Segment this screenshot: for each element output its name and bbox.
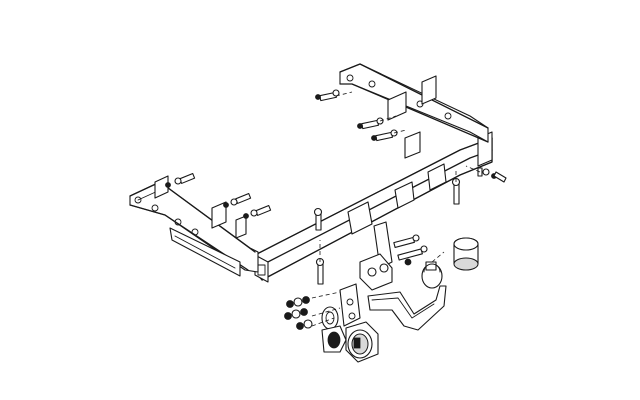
- centre-drop-bracket: [359, 221, 428, 291]
- left-mounting-brackets: [154, 175, 247, 239]
- bolt-right-3: [371, 129, 398, 142]
- electrical-socket: [321, 321, 379, 363]
- bolt-right-1: [315, 89, 340, 102]
- bolt-right-end: [477, 167, 507, 183]
- bolt-vertical-centre: [313, 207, 325, 285]
- crossbar-beam: [254, 131, 493, 283]
- bolt-vertical-right: [451, 177, 461, 205]
- bolt-left-1: [165, 172, 196, 188]
- bolt-right-2: [357, 117, 384, 130]
- swan-neck-towball: [367, 261, 447, 331]
- bolt-left-2: [223, 192, 252, 208]
- loose-nuts-washers: [284, 296, 313, 330]
- left-bolts: [165, 172, 272, 219]
- socket-plate: [321, 283, 361, 330]
- left-side-arm: [129, 181, 259, 277]
- right-side-arm: [339, 63, 489, 159]
- bolt-left-3: [243, 204, 272, 219]
- right-bolts: [313, 89, 507, 285]
- assembly-guide-lines: [311, 91, 481, 327]
- towball-cover: [453, 237, 479, 271]
